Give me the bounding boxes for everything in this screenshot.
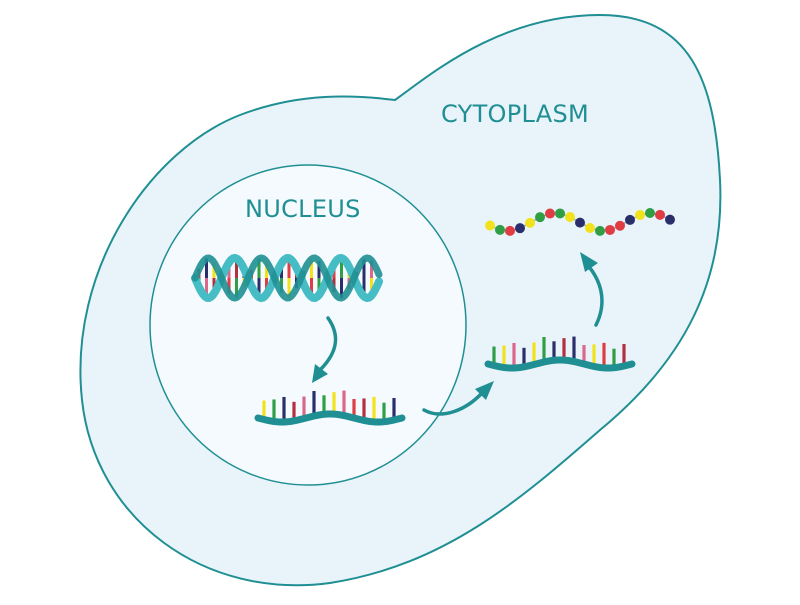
amino-acid	[595, 225, 605, 236]
amino-acid	[645, 208, 655, 219]
amino-acid	[565, 211, 575, 222]
amino-acid	[575, 217, 585, 228]
dna-double-helix-icon	[191, 253, 383, 303]
amino-acid	[495, 224, 505, 235]
amino-acid	[665, 214, 675, 225]
amino-acid	[625, 214, 635, 225]
process-arrow-icon	[422, 381, 494, 416]
mrna-strand-icon	[484, 336, 636, 372]
amino-acid	[605, 224, 615, 235]
nucleus-envelope	[149, 164, 467, 486]
amino-acid	[485, 220, 495, 231]
nucleus-label: NUCLEUS	[245, 195, 361, 223]
amino-acid	[555, 208, 565, 219]
dna-strand	[191, 253, 383, 303]
amino-acid	[525, 217, 535, 228]
amino-acid	[615, 220, 625, 231]
amino-acid	[505, 225, 515, 236]
amino-acid	[655, 209, 665, 220]
mrna-backbone	[484, 356, 636, 372]
mrna-backbone	[254, 410, 406, 426]
protein-chain-icon	[485, 208, 675, 236]
process-arrow-icon	[312, 316, 338, 383]
process-arrow-icon	[580, 252, 604, 327]
mrna-strand-icon	[254, 390, 406, 426]
amino-acid	[545, 208, 555, 219]
amino-acid	[535, 212, 545, 223]
dna-strand	[191, 254, 383, 302]
amino-acid	[585, 223, 595, 234]
amino-acid	[635, 209, 645, 220]
cytoplasm-label: CYTOPLASM	[441, 100, 590, 128]
amino-acid	[515, 223, 525, 234]
